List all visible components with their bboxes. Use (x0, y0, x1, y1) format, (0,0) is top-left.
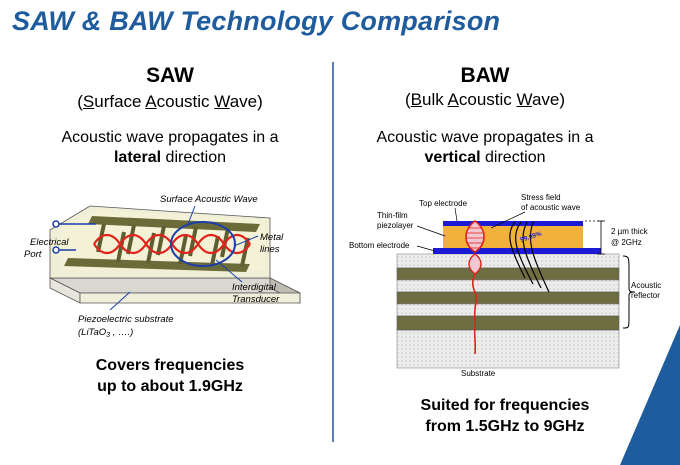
baw-label-thickness-2: @ 2GHz (611, 238, 642, 247)
baw-label-stress-1: Stress field (521, 193, 561, 202)
baw-reflector-layer-4 (396, 291, 620, 305)
saw-label-surface-wave: Surface Acoustic Wave (160, 194, 258, 205)
saw-pointer-lines (109, 205, 259, 311)
saw-label-formula: (LiTaO3 , ….) (78, 327, 133, 339)
slide-title: SAW & BAW Technology Comparison (12, 6, 501, 36)
baw-label-thin-film-2: piezolayer (377, 221, 414, 230)
saw-description: Acoustic wave propagates in a lateral di… (20, 128, 320, 168)
baw-pointer-bottom-electrode (416, 245, 436, 252)
baw-piezo-layer (443, 226, 583, 248)
baw-reflector-layer-3 (396, 279, 620, 293)
baw-note-line2: from 1.5GHz to 9GHz (425, 418, 585, 435)
baw-desc-line2: vertical direction (335, 148, 635, 168)
saw-bus-bar-bottom (64, 258, 250, 272)
saw-label-interdigital: Interdigital (232, 282, 277, 293)
baw-sub-open: ( (404, 90, 411, 109)
baw-thickness-bracket (585, 220, 605, 255)
baw-field-lines (509, 221, 550, 293)
saw-highlight-ellipse (170, 221, 236, 267)
saw-label-port: Port (24, 249, 42, 260)
baw-top-electrode (443, 221, 583, 226)
saw-substrate-bottom-edge (79, 292, 301, 304)
baw-label-top-electrode: Top electrode (419, 199, 468, 208)
baw-note: Suited for frequencies from 1.5GHz to 9G… (385, 395, 625, 437)
saw-note-line2: up to about 1.9GHz (97, 378, 243, 395)
baw-reflector-layer-5 (396, 303, 620, 317)
baw-bottom-electrode (433, 248, 601, 254)
saw-label-electrical: Electrical (30, 237, 69, 248)
saw-label-substrate: Piezoelectric substrate (78, 314, 174, 325)
baw-sub-word-3: ave) (531, 90, 566, 109)
saw-subtitle: (Surface Acoustic Wave) (40, 92, 300, 112)
saw-desc-bold: lateral (113, 149, 162, 166)
saw-formula-sub: 3 (106, 332, 110, 339)
column-divider (332, 62, 334, 442)
baw-sub-letter-2: A (447, 90, 459, 109)
baw-label-reflector-1: Acoustic (631, 281, 661, 290)
baw-sub-word-2: coustic (458, 90, 517, 109)
baw-label-reflector-2: reflector (631, 291, 660, 300)
baw-label-stress-2: of acoustic wave (521, 203, 581, 212)
baw-stress-lens (465, 219, 485, 253)
baw-note-line1: Suited for frequencies (420, 397, 590, 414)
saw-label-lines: lines (260, 244, 280, 255)
baw-reflector-brace (622, 255, 636, 329)
saw-diagram: Surface Acoustic Wave Electrical Port Me… (24, 194, 301, 339)
baw-reflector-layer-2 (396, 267, 620, 281)
baw-desc-line1: Acoustic wave propagates in a (376, 129, 594, 146)
saw-sub-letter-1: S (82, 92, 95, 111)
baw-substrate (396, 329, 620, 369)
baw-reflector-layer-6 (396, 315, 620, 331)
baw-sub-word-1: ulk (422, 90, 448, 109)
saw-desc-line2: lateral direction (20, 148, 320, 168)
saw-sub-letter-2: A (145, 92, 157, 111)
baw-description: Acoustic wave propagates in a vertical d… (335, 128, 635, 168)
saw-sub-word-1: urface (94, 92, 146, 111)
baw-sub-letter-3: W (516, 90, 532, 109)
saw-heading: SAW (146, 64, 194, 87)
saw-sub-word-3: ave) (229, 92, 263, 111)
saw-port-wires (52, 220, 96, 254)
baw-stress-lens-hatch (466, 227, 484, 249)
saw-label-transducer: Transducer (232, 294, 280, 305)
saw-sub-letter-3: W (214, 92, 230, 111)
saw-formula-b: , ….) (110, 327, 133, 338)
saw-note-line1: Covers frequencies (95, 357, 245, 374)
saw-desc-rest: direction (161, 149, 227, 166)
baw-decay-tail (471, 273, 478, 355)
baw-label-thin-film-1: Thin-film (377, 211, 408, 220)
baw-heading: BAW (460, 64, 510, 87)
baw-pointer-thin-film (416, 225, 446, 237)
corner-decoration (620, 325, 680, 465)
baw-desc-rest: direction (480, 149, 546, 166)
saw-bus-bar-top (88, 216, 260, 232)
baw-pointer-stress (490, 211, 526, 229)
baw-reflector-layer-1 (396, 253, 620, 269)
baw-desc-bold: vertical (424, 149, 481, 166)
baw-label-bottom-electrode: Bottom electrode (349, 241, 410, 250)
saw-desc-line1: Acoustic wave propagates in a (61, 129, 279, 146)
saw-sub-open: ( (77, 92, 83, 111)
saw-sub-word-2: coustic (156, 92, 215, 111)
baw-sub-letter-1: B (410, 90, 422, 109)
saw-label-metal: Metal (260, 232, 284, 243)
baw-label-substrate: Substrate (461, 369, 496, 378)
baw-label-thickness-1: 2 µm thick (611, 227, 649, 236)
baw-subtitle: (Bulk Acoustic Wave) (355, 90, 615, 110)
saw-note: Covers frequencies up to about 1.9GHz (60, 355, 280, 397)
baw-diagram: 99.99% 2 µm thick @ 2GHz Acoustic reflec… (349, 193, 661, 378)
saw-formula-a: (LiTaO (78, 327, 107, 338)
baw-pointer-top-electrode (454, 207, 458, 222)
